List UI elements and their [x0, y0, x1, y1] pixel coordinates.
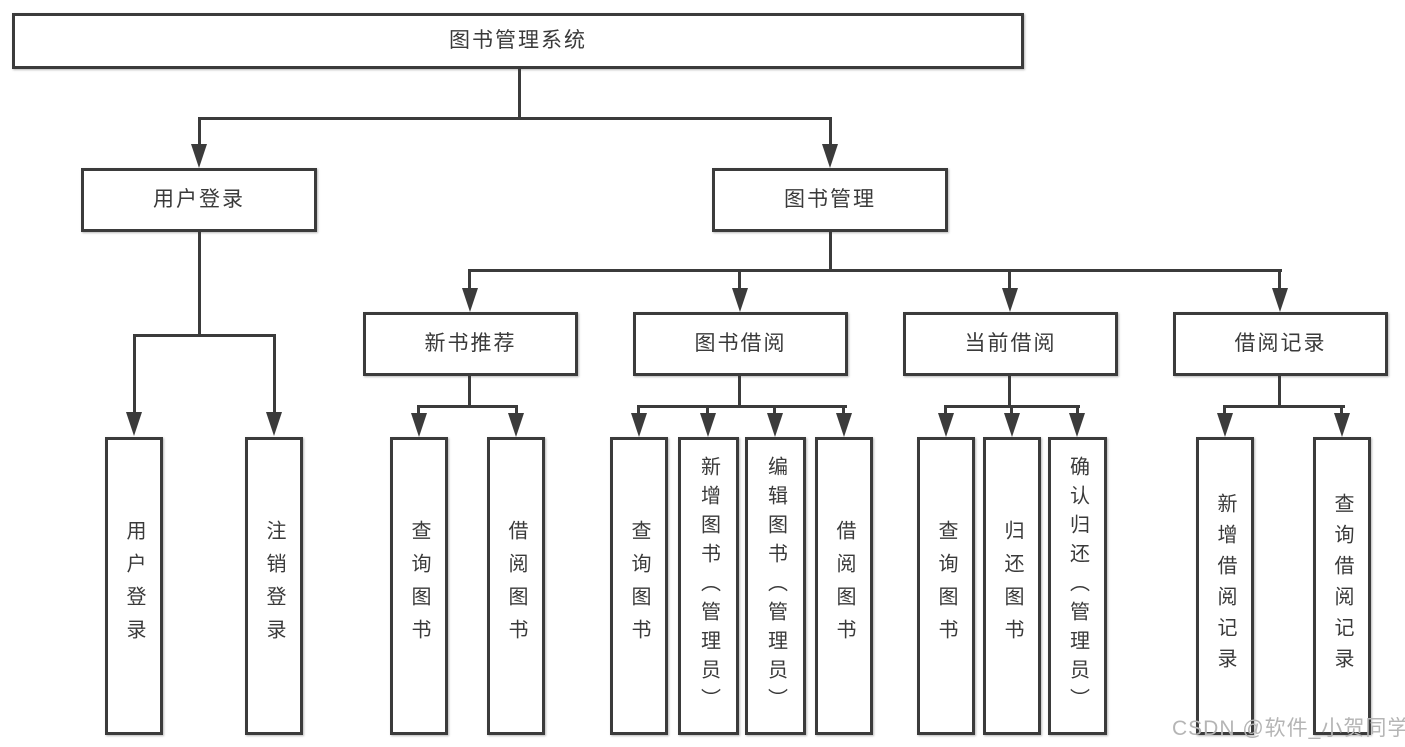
node-label: 新增借阅记录	[1214, 493, 1236, 679]
node-label: 查询图书	[935, 520, 957, 652]
connector-drop-book-management	[829, 117, 832, 149]
connector-user-login-bracket	[133, 334, 276, 337]
leaf-user-login: 用户登录	[105, 437, 163, 735]
connector-drop-leaf-logout	[273, 334, 276, 414]
connector-drop-bb-add	[706, 405, 709, 417]
connector-drop-cb-query	[944, 405, 947, 417]
arrow-down-bb-add	[700, 413, 716, 437]
node-label: 确认归还（管理员）	[1066, 455, 1089, 717]
node-label: 查询图书	[408, 520, 430, 652]
leaf-logout-login: 注销登录	[245, 437, 303, 735]
leaf-cb-confirm-return-admin: 确认归还（管理员）	[1048, 437, 1107, 735]
connector-borrow-records-bracket	[1223, 405, 1345, 408]
connector-drop-bb-query	[637, 405, 640, 417]
connector-drop-current-borrow	[1008, 269, 1011, 289]
arrow-down-book-borrow	[732, 288, 748, 312]
connector-drop-leaf-user-login	[133, 334, 136, 414]
connector-drop-cb-return	[1010, 405, 1013, 417]
connector-drop-br-query	[1340, 405, 1343, 417]
node-label: 图书借阅	[694, 332, 787, 356]
arrow-down-cb-query	[938, 413, 954, 437]
node-label: 新增图书（管理员）	[697, 455, 720, 717]
leaf-bb-edit-books-admin: 编辑图书（管理员）	[745, 437, 806, 735]
leaf-br-query-borrow-record: 查询借阅记录	[1313, 437, 1371, 735]
node-label: 用户登录	[123, 520, 145, 652]
connector-user-login-stem	[198, 232, 201, 337]
arrow-down-cb-return	[1004, 413, 1020, 437]
node-library-management-system: 图书管理系统	[12, 13, 1024, 69]
leaf-nbr-borrow-books: 借阅图书	[487, 437, 545, 735]
node-book-borrow: 图书借阅	[633, 312, 848, 376]
connector-drop-book-borrow	[738, 269, 741, 289]
arrow-down-current-borrow	[1002, 288, 1018, 312]
connector-new-book-stem	[468, 376, 471, 407]
arrow-down-new-book	[462, 288, 478, 312]
arrow-down-nbr-query	[411, 413, 427, 437]
connector-new-book-bracket	[417, 405, 518, 408]
leaf-nbr-query-books: 查询图书	[390, 437, 448, 735]
node-label: 查询借阅记录	[1331, 493, 1353, 679]
node-label: 借阅图书	[833, 520, 855, 652]
arrow-down-bb-borrow	[836, 413, 852, 437]
arrow-down-bb-query	[631, 413, 647, 437]
node-borrow-records: 借阅记录	[1173, 312, 1388, 376]
node-label: 新书推荐	[424, 332, 517, 356]
connector-level3-branch	[468, 269, 1282, 272]
connector-drop-br-add	[1223, 405, 1226, 417]
arrow-down-book-management	[822, 144, 838, 168]
node-label: 借阅记录	[1234, 332, 1327, 356]
node-label: 查询图书	[628, 520, 650, 652]
node-label: 归还图书	[1001, 520, 1023, 652]
connector-book-borrow-stem	[738, 376, 741, 407]
arrow-down-bb-edit	[767, 413, 783, 437]
connector-drop-nbr-query	[417, 405, 420, 417]
node-label: 用户登录	[153, 188, 245, 212]
arrow-down-user-login	[191, 144, 207, 168]
arrow-down-br-query	[1334, 413, 1350, 437]
node-current-borrow: 当前借阅	[903, 312, 1118, 376]
leaf-bb-query-books: 查询图书	[610, 437, 668, 735]
connector-root-stem	[518, 69, 521, 119]
leaf-cb-return-books: 归还图书	[983, 437, 1041, 735]
csdn-watermark: CSDN @软件_小贺同学	[1172, 717, 1405, 740]
node-label: 编辑图书（管理员）	[764, 455, 787, 717]
connector-current-borrow-stem	[1008, 376, 1011, 407]
node-label: 注销登录	[263, 520, 285, 652]
connector-book-borrow-bracket	[637, 405, 847, 408]
arrow-down-leaf-logout	[266, 412, 282, 436]
connector-level2-branch	[198, 117, 832, 120]
connector-drop-bb-edit	[773, 405, 776, 417]
connector-drop-bb-borrow	[842, 405, 845, 417]
connector-borrow-records-stem	[1278, 376, 1281, 407]
leaf-bb-add-books-admin: 新增图书（管理员）	[678, 437, 739, 735]
connector-drop-borrow-records	[1278, 269, 1281, 289]
connector-drop-cb-confirm	[1076, 405, 1079, 417]
node-new-book-recommend: 新书推荐	[363, 312, 578, 376]
arrow-down-cb-confirm	[1069, 413, 1085, 437]
node-label: 图书管理	[784, 188, 876, 212]
leaf-cb-query-books: 查询图书	[917, 437, 975, 735]
node-user-login: 用户登录	[81, 168, 317, 232]
node-label: 当前借阅	[964, 332, 1057, 356]
arrow-down-nbr-borrow	[508, 413, 524, 437]
connector-drop-new-book	[468, 269, 471, 289]
connector-drop-nbr-borrow	[515, 405, 518, 417]
node-label: 图书管理系统	[449, 29, 587, 53]
arrow-down-borrow-records	[1272, 288, 1288, 312]
connector-drop-user-login	[198, 117, 201, 149]
connector-book-management-stem	[829, 232, 832, 272]
node-label: 借阅图书	[505, 520, 527, 652]
leaf-br-add-borrow-record: 新增借阅记录	[1196, 437, 1254, 735]
arrow-down-leaf-user-login	[126, 412, 142, 436]
node-book-management: 图书管理	[712, 168, 948, 232]
leaf-bb-borrow-books: 借阅图书	[815, 437, 873, 735]
arrow-down-br-add	[1217, 413, 1233, 437]
